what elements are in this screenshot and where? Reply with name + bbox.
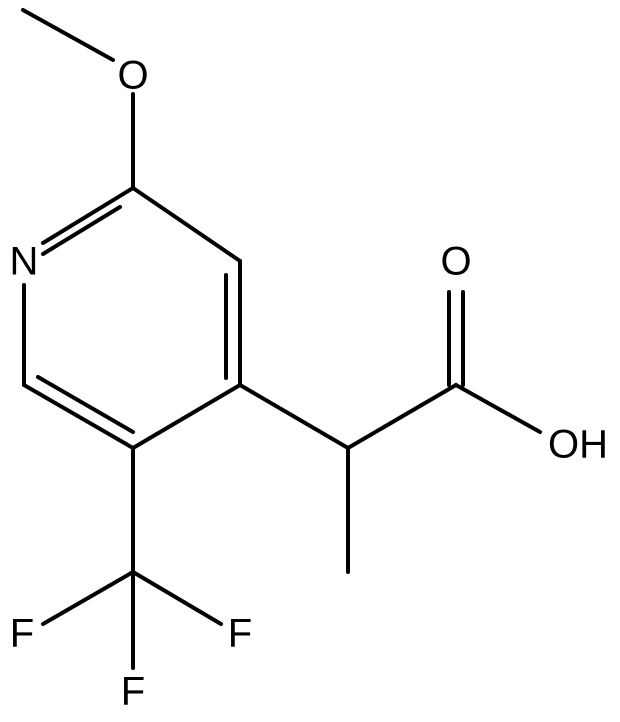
bond-methyl-o [21, 8, 115, 62]
atom-f-left: F [10, 612, 34, 656]
bond-c2-n [41, 186, 135, 245]
bond-c4-ch [238, 383, 350, 450]
atom-labels: O N O OH F F F [10, 54, 608, 714]
bond-cf3-f-right [131, 570, 223, 626]
bond-c6-c5 [22, 383, 135, 450]
bond-c-oh [454, 383, 542, 434]
bond-c2-n-inner [41, 205, 122, 256]
atom-f-right: F [228, 612, 252, 656]
atom-ring-n: N [10, 240, 39, 284]
bonds [21, 8, 542, 670]
bond-cf3-f-left [41, 570, 135, 626]
bond-c6-c5-inner [36, 375, 135, 434]
bond-c2-c3 [131, 186, 242, 263]
atom-f-bottom: F [121, 670, 145, 714]
atom-hydroxyl: OH [548, 423, 608, 467]
bond-ch-carboxyl [346, 383, 458, 450]
atom-methoxy-o: O [117, 54, 148, 98]
atom-carbonyl-o: O [440, 240, 471, 284]
bond-c5-c4 [131, 383, 242, 450]
